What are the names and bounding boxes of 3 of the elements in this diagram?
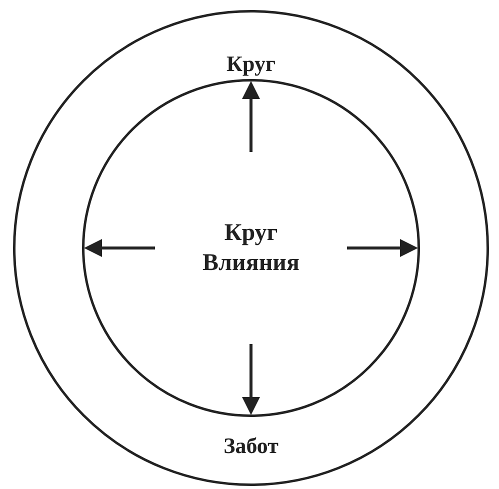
circle-label: Круг — [226, 50, 276, 78]
center-label: Круг Влияния — [202, 219, 300, 278]
circle-label: Забот — [222, 432, 280, 460]
